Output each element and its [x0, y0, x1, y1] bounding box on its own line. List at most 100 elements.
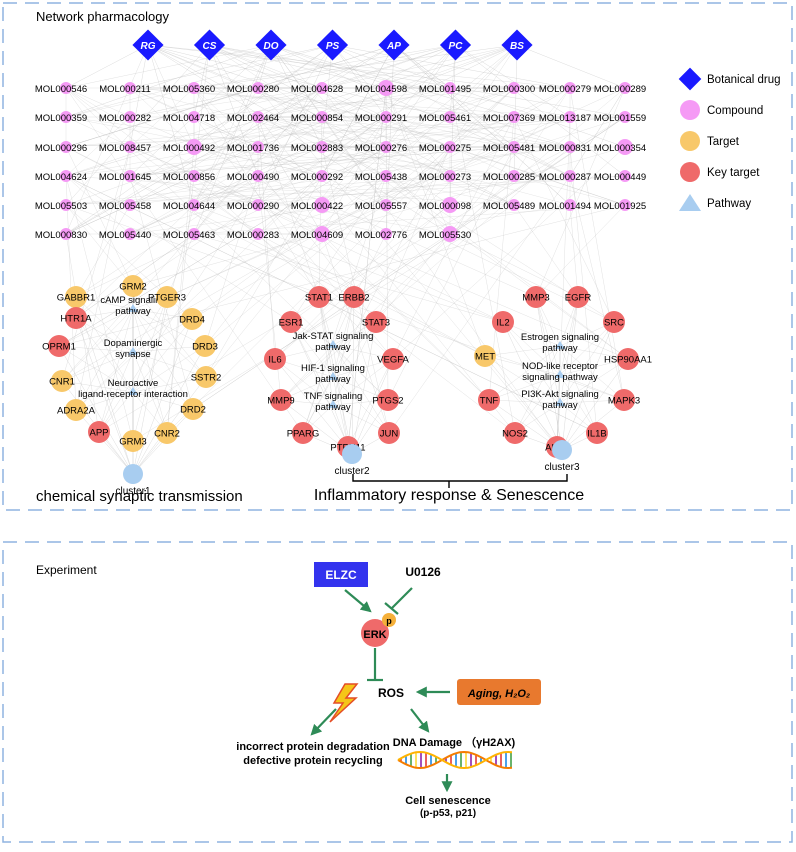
- network-edge: [193, 146, 323, 177]
- cluster2-pathway-label-1-line1: HIF-1 signaling: [301, 363, 365, 374]
- network-edge: [484, 355, 563, 451]
- compound-label: MOL007369: [483, 113, 535, 124]
- network-edge: [75, 317, 134, 475]
- key-target-node-oprm1: [48, 335, 70, 357]
- target-label-stat3: STAT3: [362, 318, 390, 329]
- compound-node: [508, 199, 520, 211]
- aging-box: [457, 679, 541, 705]
- compound-label: MOL005481: [483, 143, 535, 154]
- cluster3-pathway-label-1-line1: NOD-like receptor: [522, 361, 598, 372]
- network-edge: [65, 116, 131, 177]
- target-label-gabbr1: GABBR1: [57, 293, 96, 304]
- network-edge: [65, 116, 259, 235]
- network-edge: [516, 44, 626, 89]
- compound-label: MOL000354: [594, 143, 646, 154]
- network-edge: [484, 345, 561, 357]
- network-edge: [132, 204, 195, 442]
- compound-label: MOL001559: [594, 113, 646, 124]
- phospho-node: [382, 613, 396, 627]
- network-edge: [321, 44, 456, 206]
- network-edge: [209, 44, 626, 118]
- network-edge: [535, 296, 561, 404]
- target-node-met: [474, 345, 496, 367]
- target-label-pparg: PPARG: [287, 429, 320, 440]
- network-edge: [535, 296, 561, 376]
- network-edge: [559, 374, 625, 401]
- compound-label: MOL000300: [483, 84, 535, 95]
- network-edge: [193, 44, 333, 148]
- network-edge: [193, 44, 518, 118]
- network-edge: [559, 358, 629, 376]
- network-edge: [385, 87, 486, 357]
- network-edge: [332, 44, 571, 177]
- key-target-node-app: [88, 421, 110, 443]
- compound-node: [188, 111, 200, 123]
- bracket-caption: Inflammatory response & Senescence: [314, 487, 584, 504]
- network-edge: [193, 233, 504, 323]
- target-label-grm3: GRM3: [119, 437, 146, 448]
- network-edge: [193, 87, 320, 298]
- compound-label: MOL000211: [99, 84, 151, 95]
- network-edge: [387, 146, 515, 401]
- compound-node: [252, 141, 264, 153]
- experiment-title: Experiment: [36, 563, 97, 577]
- compound-node: [508, 170, 520, 182]
- network-edge: [65, 87, 323, 235]
- network-edge: [58, 345, 134, 353]
- network-edge: [65, 146, 134, 287]
- network-edge: [147, 44, 195, 206]
- elzc-box: [314, 562, 368, 587]
- compound-node: [564, 170, 576, 182]
- network-edge: [75, 204, 131, 298]
- network-edge: [193, 44, 456, 177]
- compound-label: MOL001645: [99, 172, 151, 183]
- network-edge: [58, 345, 134, 393]
- network-edge: [513, 175, 626, 206]
- network-edge: [132, 233, 323, 287]
- network-edge: [257, 116, 516, 434]
- network-edge: [129, 175, 451, 235]
- network-edge: [193, 116, 259, 206]
- network-edge: [559, 296, 579, 376]
- compound-node: [316, 170, 328, 182]
- network-edge: [385, 175, 629, 360]
- network-edge: [449, 87, 516, 434]
- compound-label: MOL000831: [539, 143, 591, 154]
- network-edge: [513, 204, 579, 298]
- pathway-node: [555, 341, 565, 349]
- compound-node: [564, 141, 576, 153]
- compound-node: [619, 199, 631, 211]
- compound-label: MOL004628: [291, 84, 343, 95]
- pathway-node: [128, 387, 138, 395]
- network-edge: [132, 345, 206, 393]
- key-target-node-egfr: [567, 286, 589, 308]
- cluster2-pathway-label-2-line2: pathway: [315, 402, 351, 413]
- cluster2-label: cluster2: [334, 466, 369, 477]
- network-edge: [65, 146, 323, 177]
- compound-label: MOL000296: [35, 143, 87, 154]
- network-edge: [332, 344, 349, 448]
- pathway-node: [328, 372, 338, 380]
- network-edge: [129, 87, 323, 177]
- compound-label: MOL005530: [419, 230, 471, 241]
- compound-label: MOL000359: [35, 113, 87, 124]
- network-edge: [556, 345, 561, 448]
- network-edge: [257, 116, 571, 148]
- network-edge: [204, 87, 515, 347]
- network-edge: [270, 44, 451, 235]
- network-edge: [332, 44, 571, 89]
- network-edge: [385, 44, 456, 148]
- network-edge: [129, 146, 571, 206]
- network-edge: [375, 146, 451, 323]
- network-edge: [193, 116, 394, 360]
- network-edge: [321, 116, 451, 206]
- phospho-label: p: [386, 616, 392, 626]
- network-edge: [65, 87, 516, 434]
- target-label-egfr: EGFR: [565, 293, 592, 304]
- network-edge: [132, 318, 193, 475]
- network-edge: [129, 146, 451, 177]
- network-edge: [290, 321, 353, 455]
- network-edge: [129, 87, 571, 206]
- drug-label-do: DO: [264, 41, 279, 52]
- network-edge: [193, 175, 394, 360]
